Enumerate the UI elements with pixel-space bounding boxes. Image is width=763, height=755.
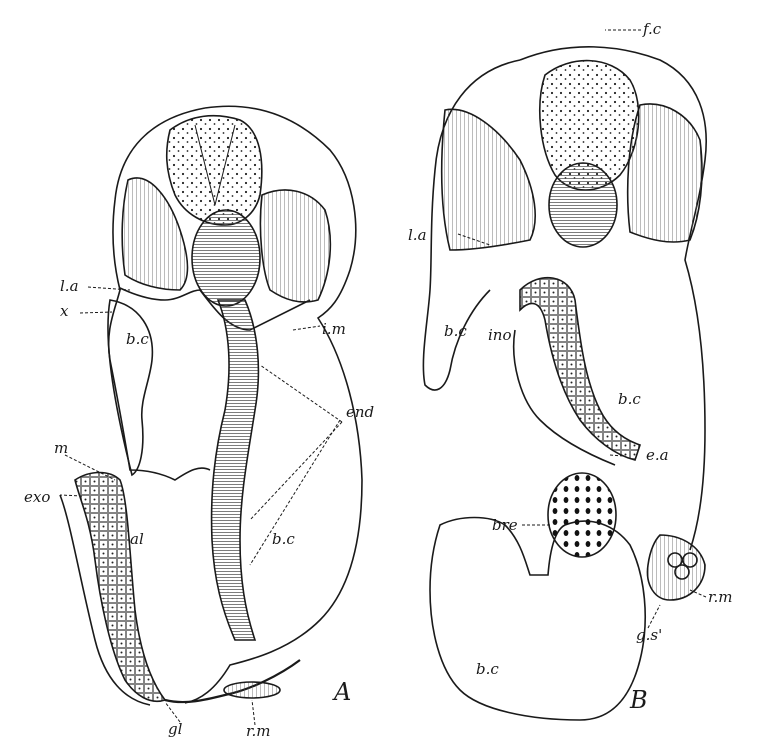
- label-a-end: end: [346, 405, 374, 420]
- label-a-bc-lower: b.c: [272, 532, 295, 547]
- panel-a-drawing: [60, 106, 362, 705]
- label-b-bc-left: b.c: [444, 324, 467, 339]
- label-b-bc-right: b.c: [618, 392, 641, 407]
- panel-b-label: B: [630, 688, 648, 712]
- label-b-la: l.a: [408, 228, 427, 243]
- label-a-al: al: [130, 532, 144, 547]
- label-a-gl: gl: [168, 722, 182, 737]
- panel-a-label: A: [334, 680, 351, 704]
- label-b-ea: e.a: [646, 448, 669, 463]
- panel-b-drawing: [423, 47, 706, 720]
- label-b-ino: ino: [488, 328, 512, 343]
- label-b-rm: r.m: [708, 590, 733, 605]
- panel-b-gut-tube: [520, 278, 640, 460]
- label-b-bre: bre: [492, 518, 518, 533]
- label-a-x: x: [60, 304, 68, 319]
- label-a-im: i.m: [322, 322, 346, 337]
- label-a-bc-upper: b.c: [126, 332, 149, 347]
- panel-a-notochord: [192, 210, 260, 306]
- label-a-m: m: [54, 441, 68, 456]
- label-a-exo: exo: [24, 490, 50, 505]
- panel-b-notochord: [549, 163, 617, 247]
- label-a-la: l.a: [60, 279, 79, 294]
- label-b-gs: g.s': [636, 628, 662, 643]
- label-b-fc: f.c: [643, 22, 661, 37]
- label-a-rm: r.m: [246, 724, 271, 739]
- panel-a-endoderm: [212, 300, 259, 640]
- label-b-bc-lower: b.c: [476, 662, 499, 677]
